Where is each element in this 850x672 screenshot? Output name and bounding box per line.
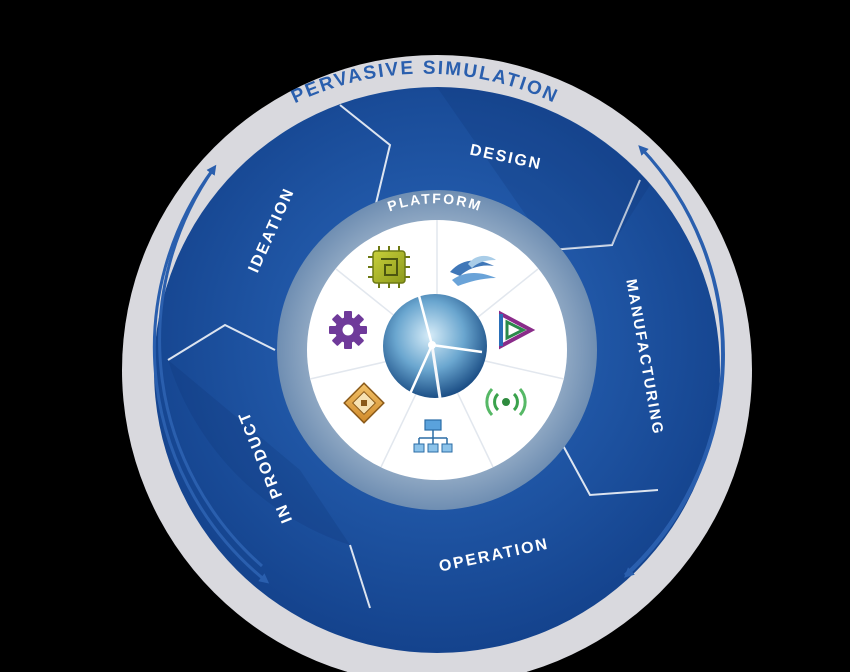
wind-turbine-image: [383, 291, 487, 406]
arrow-left-up: [158, 164, 263, 568]
gear-icon: [329, 311, 367, 349]
chip-icon: [368, 246, 410, 288]
arrow-right-down: [624, 146, 725, 578]
stage-separators: [167, 104, 659, 609]
cycle-arrows: [152, 145, 725, 584]
embedded-software-icon: [343, 382, 385, 424]
arrow-left-down: [152, 167, 270, 584]
play-triangle-icon: [499, 310, 536, 350]
signal-waves-icon: [485, 387, 527, 417]
stage-shading: [168, 87, 650, 545]
fluid-wave-icon: [450, 255, 496, 286]
system-diagram-icon: [413, 419, 453, 453]
